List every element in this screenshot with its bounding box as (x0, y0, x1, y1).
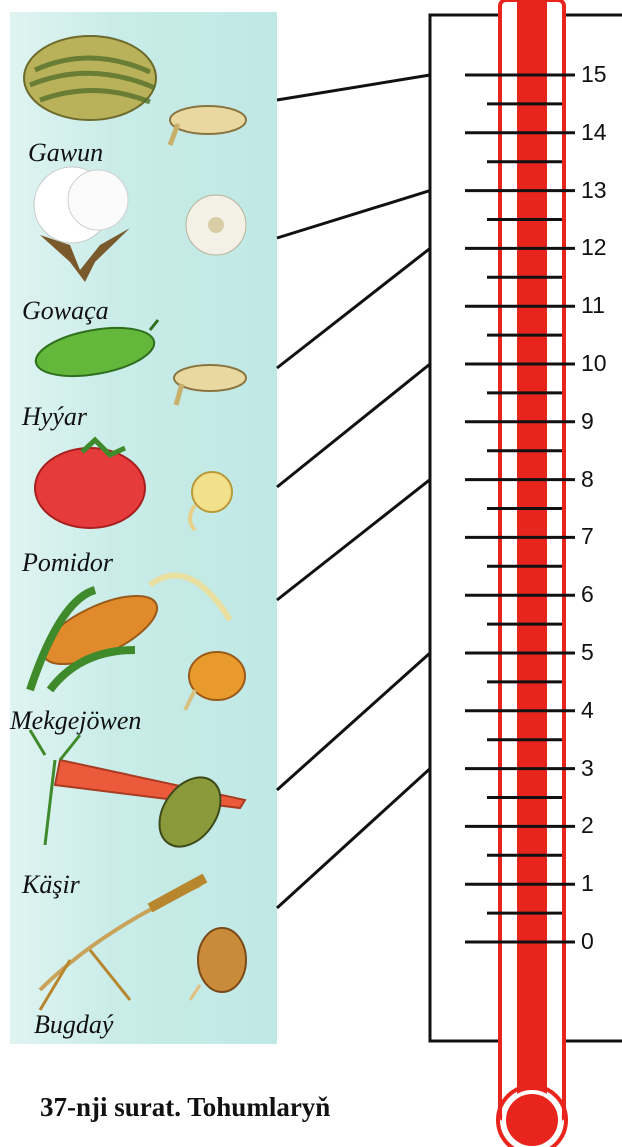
tick-label: 4 (581, 697, 594, 724)
tick-label: 0 (581, 928, 594, 955)
connector-line (277, 480, 430, 600)
connector-line (277, 653, 430, 790)
cucumber-icon (32, 320, 158, 384)
tick-label: 5 (581, 639, 594, 666)
tick-label: 12 (581, 234, 607, 261)
tick-label: 7 (581, 523, 594, 550)
tick-label: 8 (581, 466, 594, 493)
tick-label: 6 (581, 581, 594, 608)
plant-label: Hyýar (22, 402, 87, 432)
tick-label: 9 (581, 408, 594, 435)
cotton-icon (34, 167, 130, 282)
melon-icon (24, 36, 156, 120)
tick-label: 13 (581, 177, 607, 204)
carrot-seed-icon (147, 766, 233, 858)
plant-label: Käşir (22, 870, 80, 900)
tomato-icon (35, 440, 145, 528)
tick-label: 2 (581, 812, 594, 839)
tick-label: 10 (581, 350, 607, 377)
plant-label: Pomidor (22, 548, 113, 578)
tick-label: 11 (581, 292, 605, 319)
wheat-seed-icon (190, 928, 246, 1000)
figure-caption: 37-nji surat. Tohumlaryň (40, 1092, 330, 1123)
connector-line (277, 191, 430, 238)
cotton-seed-icon (186, 195, 246, 255)
cucumber-seed-icon (174, 365, 246, 405)
connector-line (277, 364, 430, 487)
tick-label: 1 (581, 870, 594, 897)
plant-label: Mekgejöwen (10, 706, 141, 736)
tick-label: 3 (581, 755, 594, 782)
mercury-column (517, 0, 547, 1120)
tick-label: 14 (581, 119, 607, 146)
plant-label: Gawun (28, 138, 103, 168)
connector-line (277, 248, 430, 368)
connector-line (277, 769, 430, 908)
connector-line (277, 75, 430, 100)
melon-seed-icon (170, 106, 246, 145)
thermometer-bulb (504, 1092, 560, 1147)
plant-label: Gowaça (22, 296, 109, 326)
tomato-seed-icon (190, 472, 232, 530)
corn-seed-icon (185, 652, 245, 710)
plant-label: Bugdaý (34, 1010, 113, 1040)
tick-label: 15 (581, 61, 607, 88)
